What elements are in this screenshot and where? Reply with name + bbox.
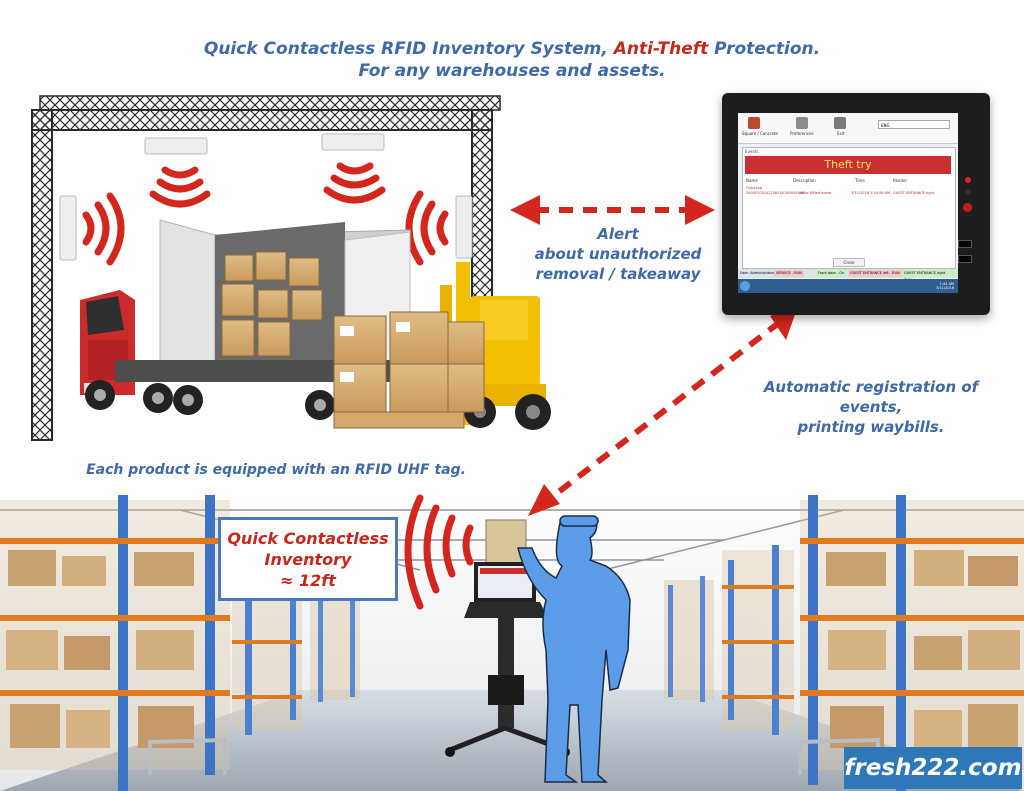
column-time: Time — [855, 178, 865, 183]
status-user: User: Administrator — [740, 271, 775, 275]
alarm-monitor: Square / Concrete Preferences Exit ENG E… — [722, 93, 990, 315]
inventory-callout: Quick Contactless Inventory ≈ 12ft — [218, 517, 398, 601]
language-select[interactable]: ENG — [878, 120, 950, 129]
header-title: Quick Contactless RFID Inventory System,… — [0, 38, 1024, 82]
toolbar-item-preferences[interactable]: Preferences — [790, 131, 814, 136]
usb-port-icon — [958, 255, 972, 263]
screen-toolbar: Square / Concrete Preferences Exit ENG — [738, 113, 958, 144]
close-button[interactable]: Close — [833, 258, 865, 267]
radio-waves — [82, 162, 474, 610]
registration-caption: Automatic registration of events, printi… — [735, 377, 1007, 437]
column-description: Description — [793, 178, 816, 183]
alert-line2: about unauthorized — [534, 245, 702, 263]
alert-line1: Alert — [597, 225, 639, 243]
usb-port-icon — [958, 240, 972, 248]
title-highlight: Anti-Theft — [613, 39, 709, 59]
title-line2: For any warehouses and assets. — [358, 61, 666, 81]
callout-line2: Inventory — [264, 550, 352, 569]
callout-line3: ≈ 12ft — [280, 571, 336, 590]
status-led-icon — [965, 189, 971, 195]
mobile-rfid-cart — [445, 519, 570, 757]
brand-badge: fresh222.com — [844, 747, 1022, 789]
column-reader: Reader — [893, 178, 908, 183]
status-service: SERVICE - RUN — [774, 270, 804, 277]
status-front-door: Front door - On — [816, 270, 847, 277]
alert-caption: Alert about unauthorized removal / takea… — [518, 224, 718, 284]
forklift — [333, 262, 551, 430]
user-icon — [748, 117, 760, 129]
rfid-reader-antennas — [59, 133, 473, 261]
status-guest-left: GUEST ENTRANCE left - RUN — [848, 270, 902, 277]
alert-line3: removal / takeaway — [535, 265, 701, 283]
event-row-reader: GUEST ENTRANCE right — [893, 191, 935, 195]
power-button-icon[interactable] — [963, 203, 972, 212]
registration-line2: printing waybills. — [797, 418, 945, 436]
taskbar-clock: 1:44 AM 3/11/2016 — [936, 282, 954, 290]
brand-text: fresh222.com — [844, 755, 1022, 781]
wrench-icon — [796, 117, 808, 129]
clock-time: 1:44 AM — [939, 282, 954, 286]
status-guest-right: GUEST ENTRANCE right - RUN — [902, 270, 958, 282]
safety-helmet — [559, 515, 599, 527]
toolbar-item-exit[interactable]: Exit — [837, 131, 845, 136]
worker-silhouette — [517, 517, 631, 783]
event-row-description: white Milled board — [799, 191, 832, 195]
taskbar: 1:44 AM 3/11/2016 — [738, 279, 958, 293]
title-line1-prefix: Quick Contactless RFID Inventory System, — [203, 39, 614, 59]
events-tab[interactable]: Events — [745, 149, 759, 154]
event-row-id: 3000E20034120B1A0180004506 — [746, 191, 805, 195]
exit-icon — [834, 117, 846, 129]
event-row-name: Fixed tag — [746, 186, 762, 190]
power-led-icon — [965, 177, 971, 183]
tag-caption: Each product is equipped with an RFID UH… — [86, 462, 466, 478]
event-row-time: 3/11/2016 1:44:58 AM — [851, 191, 891, 195]
status-bar: User: Administrator SERVICE - RUN Front … — [738, 269, 958, 282]
events-panel: Events Theft try Name Description Time R… — [742, 147, 956, 269]
registration-line1: Automatic registration of events, — [763, 378, 979, 416]
callout-line1: Quick Contactless — [227, 529, 389, 548]
theft-alert-banner: Theft try — [745, 156, 951, 174]
start-icon[interactable] — [740, 281, 750, 291]
column-name: Name — [746, 178, 758, 183]
title-line1-suffix: Protection. — [708, 39, 821, 59]
toolbar-item-square[interactable]: Square / Concrete — [742, 131, 778, 136]
monitor-screen: Square / Concrete Preferences Exit ENG E… — [738, 113, 958, 293]
clock-date: 3/11/2016 — [936, 286, 954, 290]
dashed-arrows — [510, 195, 798, 516]
